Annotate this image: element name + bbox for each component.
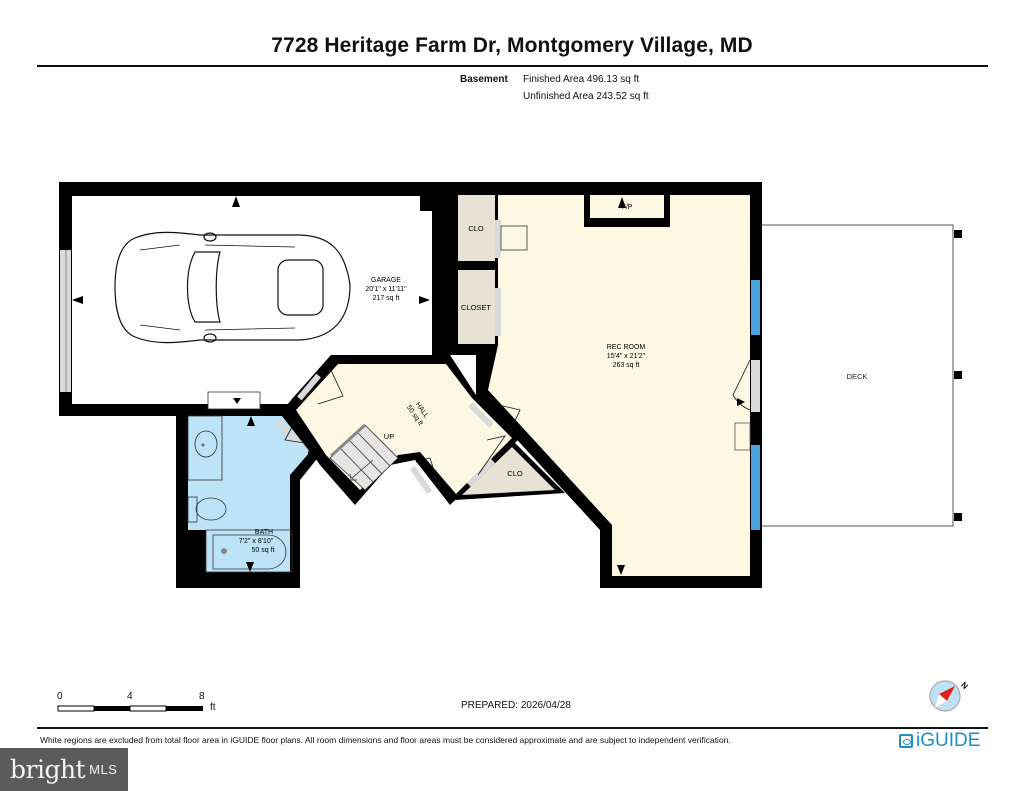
level-label: Basement [460, 74, 508, 85]
hall: UP HALL 50 sq ft [286, 355, 521, 505]
header-divider [37, 65, 988, 67]
bright-mls-watermark: bright MLS [0, 748, 128, 791]
unfinished-area: Unfinished Area 243.52 sq ft [523, 91, 649, 102]
rec-room-name: REC ROOM [607, 344, 646, 351]
rec-room: F/P CLO CLOSET REC ROOM 15'4" x 21'2" 26… [445, 182, 762, 588]
stairs-label: UP [384, 432, 394, 441]
iguide-logo: iGUIDE [899, 730, 980, 752]
scale-tick-0: 0 [57, 691, 63, 702]
rec-room-dims: 15'4" x 21'2" [607, 353, 646, 360]
scale-bar [57, 705, 203, 712]
clo-bottom-label: CLO [507, 469, 523, 478]
iguide-logo-icon [899, 734, 913, 748]
finished-area: Finished Area 496.13 sq ft [523, 74, 640, 85]
bright-word: bright [10, 755, 86, 784]
car-icon [114, 231, 351, 344]
garage-area: 217 sq ft [373, 295, 400, 302]
compass-icon: N [929, 680, 970, 712]
garage: GARAGE 20'1" x 11'11" 217 sq ft [59, 182, 445, 416]
footer-divider [37, 727, 988, 729]
garage-dims: 20'1" x 11'11" [365, 286, 407, 293]
clo-bottom: CLO [455, 435, 565, 500]
fireplace-label: F/P [622, 204, 633, 211]
bath-area: 50 sq ft [252, 547, 275, 554]
disclaimer: White regions are excluded from total fl… [40, 735, 731, 745]
rec-room-area: 263 sq ft [613, 362, 640, 369]
clo-top-label: CLO [468, 224, 484, 233]
garage-name: GARAGE [371, 277, 401, 284]
stairs [329, 423, 399, 491]
page-title: 7728 Heritage Farm Dr, Montgomery Villag… [271, 34, 753, 57]
scale-unit: ft [210, 702, 216, 713]
closet-label: CLOSET [461, 303, 491, 312]
scale-tick-8: 8 [199, 691, 205, 702]
deck: DECK [759, 224, 962, 527]
mls-word: MLS [89, 762, 118, 777]
bath: BATH 7'2" x 8'10" 50 sq ft [176, 415, 320, 588]
bath-dims: 7'2" x 8'10" [239, 538, 274, 545]
compass-north-label: N [959, 680, 970, 691]
bath-name: BATH [255, 529, 273, 536]
iguide-brand-text: iGUIDE [916, 730, 981, 751]
scale-tick-4: 4 [127, 691, 133, 702]
deck-label: DECK [847, 372, 868, 381]
prepared-date: PREPARED: 2026/04/28 [461, 700, 571, 711]
